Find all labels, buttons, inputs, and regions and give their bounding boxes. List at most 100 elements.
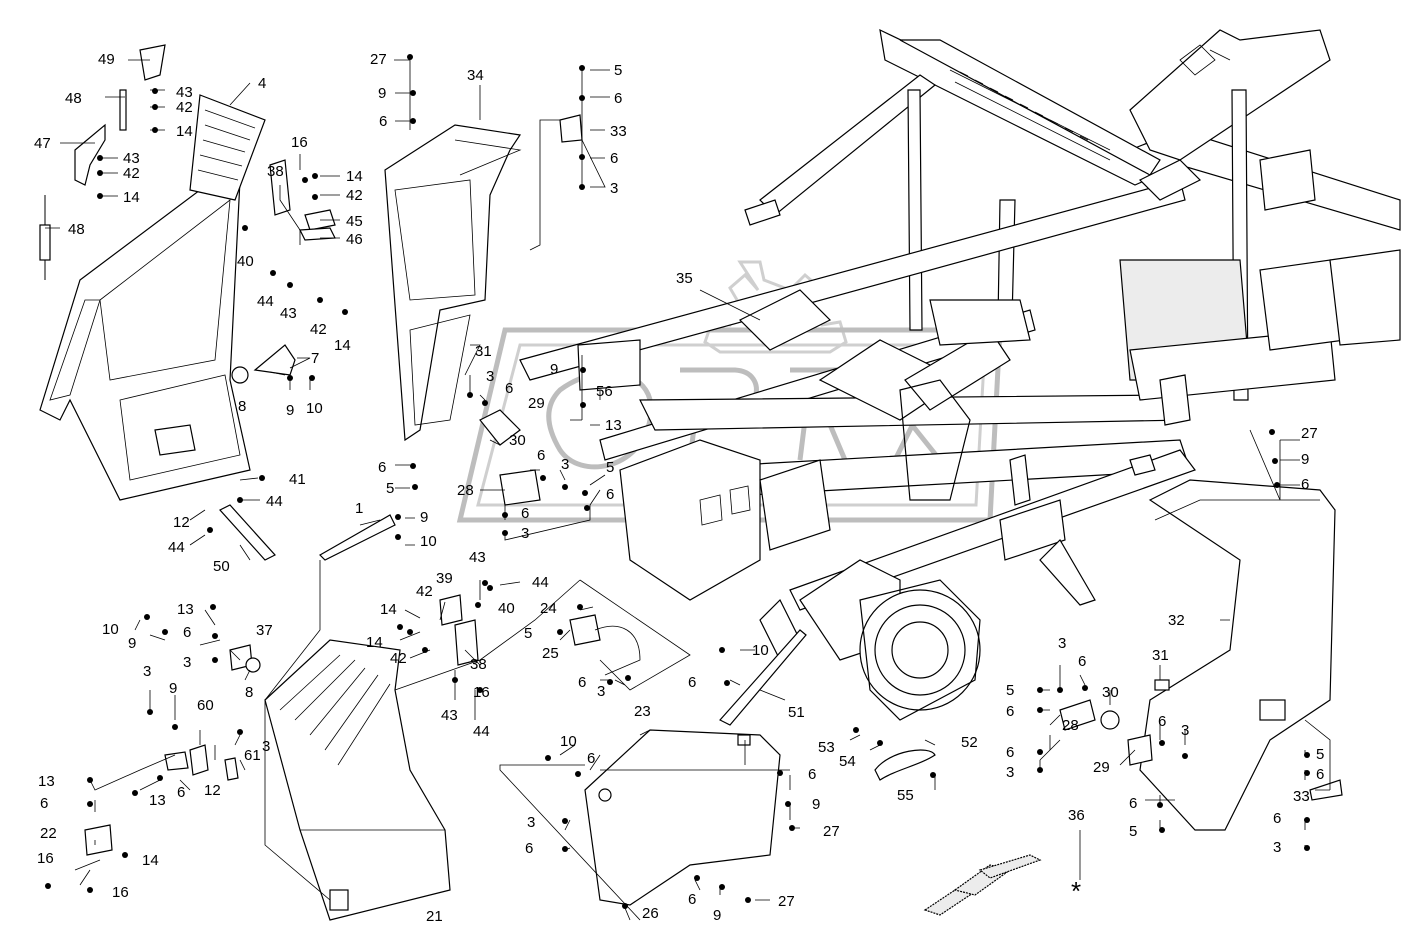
callout-16b: 16	[473, 684, 490, 701]
callout-13a: 13	[605, 417, 622, 434]
callout-54: 54	[839, 753, 856, 770]
callout-3a: 3	[610, 180, 618, 197]
callout-14b: 14	[123, 189, 140, 206]
callout-61: 61	[244, 747, 261, 764]
callout-10c: 10	[102, 621, 119, 638]
callout-44e: 44	[473, 723, 490, 740]
callout-38b: 38	[470, 656, 487, 673]
fender-21	[264, 639, 451, 921]
callout-3e: 3	[597, 683, 605, 700]
callout-6h: 6	[521, 505, 529, 522]
callout-26: 26	[642, 905, 659, 922]
callout-9f: 9	[169, 680, 177, 697]
callout-6x: 6	[1273, 810, 1281, 827]
callout-6r: 6	[1078, 653, 1086, 670]
callout-13d: 13	[149, 792, 166, 809]
callout-46: 46	[346, 231, 363, 248]
callout-10a: 10	[306, 400, 323, 417]
callout-14a: 14	[176, 123, 193, 140]
chassis-frame	[519, 28, 1401, 721]
callout-55: 55	[897, 787, 914, 804]
callout-5a: 5	[614, 62, 622, 79]
callout-35: 35	[676, 270, 693, 287]
callout-30b: 30	[1102, 684, 1119, 701]
callout-43d: 43	[469, 549, 486, 566]
callout-6k: 6	[40, 795, 48, 812]
callout-9a: 9	[286, 402, 294, 419]
callout-37: 37	[256, 622, 273, 639]
cab-frame-34	[384, 124, 522, 442]
callout-14f: 14	[366, 634, 383, 651]
fastener-dots	[45, 54, 1310, 909]
callout-29b: 29	[1093, 759, 1110, 776]
gas-strut-48	[39, 195, 51, 280]
callout-27c: 27	[778, 893, 795, 910]
callout-9e: 9	[128, 635, 136, 652]
callout-23: 23	[634, 703, 651, 720]
callout-42a: 42	[176, 99, 193, 116]
callout-6d: 6	[505, 380, 513, 397]
callout-47: 47	[34, 135, 51, 152]
callout-28a: 28	[457, 482, 474, 499]
callout-12b: 12	[204, 782, 221, 799]
callout-3c: 3	[561, 456, 569, 473]
callout-6f: 6	[537, 447, 545, 464]
callout-5d: 5	[524, 625, 532, 642]
callout-9c: 9	[550, 361, 558, 378]
callout-6j: 6	[183, 624, 191, 641]
callout-6b: 6	[614, 90, 622, 107]
callout-6i: 6	[578, 674, 586, 691]
callout-31b: 31	[1152, 647, 1169, 664]
callout-9d: 9	[420, 509, 428, 526]
callout-9g: 9	[812, 796, 820, 813]
callout-8b: 8	[245, 684, 253, 701]
callout-42b: 42	[123, 165, 140, 182]
callout-12a: 12	[173, 514, 190, 531]
callout-29a: 29	[528, 395, 545, 412]
callout-27b: 27	[823, 823, 840, 840]
callout-3i: 3	[527, 814, 535, 831]
callout-14c: 14	[346, 168, 363, 185]
callout-5g: 5	[1129, 823, 1137, 840]
callout-3g: 3	[143, 663, 151, 680]
callout-50: 50	[213, 558, 230, 575]
callout-1: 1	[355, 500, 363, 517]
callout-43c: 43	[280, 305, 297, 322]
callout-53: 53	[818, 739, 835, 756]
callout-6w: 6	[1316, 766, 1324, 783]
callout-51: 51	[788, 704, 805, 721]
callout-3j: 3	[1058, 635, 1066, 652]
callout-43a: 43	[176, 84, 193, 101]
callout-6u: 6	[1158, 713, 1166, 730]
callout-6n: 6	[587, 750, 595, 767]
callout-6c: 6	[610, 150, 618, 167]
callout-44a: 44	[257, 293, 274, 310]
callout-5e: 5	[1006, 682, 1014, 699]
callout-40a: 40	[237, 253, 254, 270]
callout-52: 52	[961, 734, 978, 751]
callout-38a: 38	[267, 163, 284, 180]
callout-3b: 3	[486, 368, 494, 385]
callout-6g: 6	[606, 486, 614, 503]
callout-16d: 16	[112, 884, 129, 901]
callout-6m: 6	[688, 674, 696, 691]
callout-49a: 49	[98, 51, 115, 68]
callout-8a: 8	[238, 398, 246, 415]
callout-4: 4	[258, 75, 266, 92]
side-cover-32	[1139, 479, 1336, 831]
callout-3l: 3	[1181, 722, 1189, 739]
callout-24: 24	[540, 600, 557, 617]
callout-42f: 42	[390, 650, 407, 667]
callout-5b: 5	[386, 480, 394, 497]
callout-10d: 10	[752, 642, 769, 659]
callout-7: 7	[311, 350, 319, 367]
callout-21: 21	[426, 908, 443, 925]
asterisk-mark: *	[1071, 876, 1081, 906]
callout-3d: 3	[521, 525, 529, 542]
callout-34: 34	[467, 67, 484, 84]
callout-6v: 6	[1301, 476, 1309, 493]
callout-42e: 42	[416, 583, 433, 600]
callout-14d: 14	[334, 337, 351, 354]
callout-14g: 14	[142, 852, 159, 869]
